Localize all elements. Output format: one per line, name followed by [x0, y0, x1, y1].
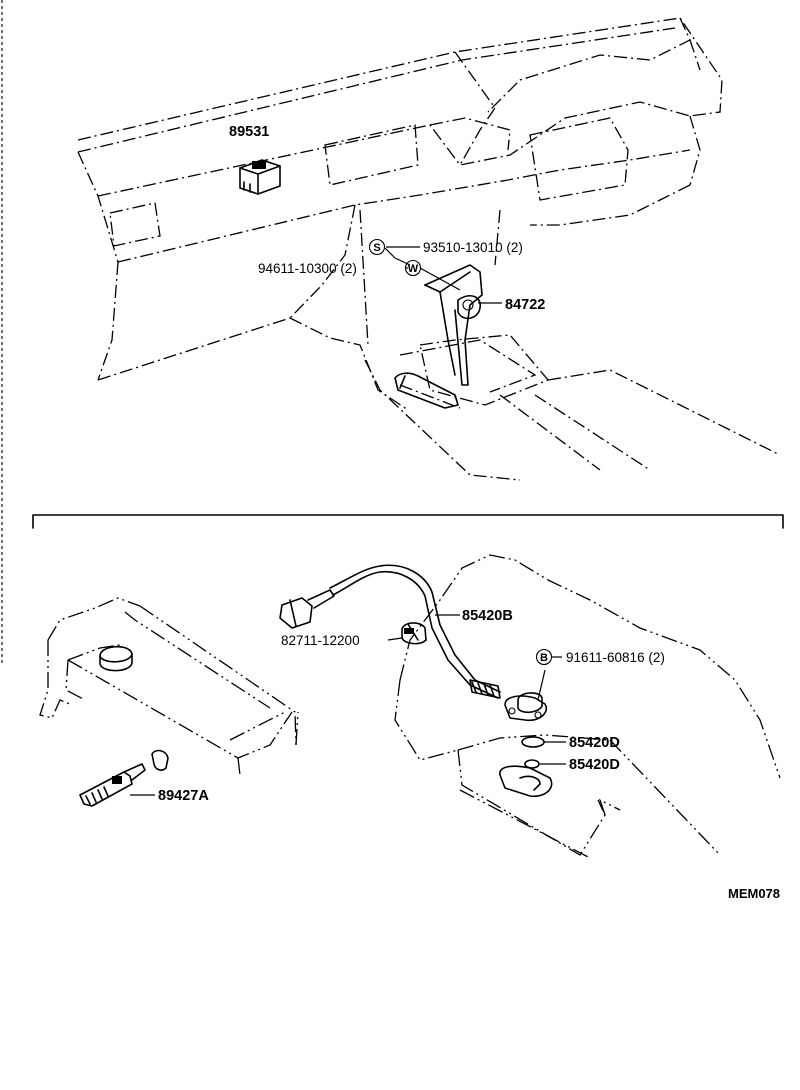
instrument-panel-drawing: [77, 17, 781, 481]
label-82711-12200: 82711-12200: [281, 633, 360, 648]
part-82711-clip: [401, 622, 427, 645]
label-89531: 89531: [229, 124, 269, 140]
symbol-s-circle: [368, 238, 386, 256]
symbol-w: W: [408, 263, 419, 275]
part-89427a: [79, 749, 169, 807]
part-84722-lever: [394, 264, 483, 409]
label-85420d-1: 85420D: [569, 735, 620, 751]
engine-block-drawing: [394, 554, 781, 859]
top-callouts: [384, 246, 502, 304]
section-bracket: [32, 514, 784, 529]
label-94611-10300: 94611-10300 (2): [258, 261, 357, 276]
symbol-w-circle: [404, 259, 422, 277]
label-89427a: 89427A: [158, 788, 209, 804]
label-85420d-2: 85420D: [569, 757, 620, 773]
transmission-housing-drawing: [39, 597, 299, 776]
part-89531: [239, 159, 281, 195]
symbol-s: S: [373, 242, 380, 254]
symbol-b-circle: [535, 648, 553, 666]
figure-code: MEM078: [728, 886, 780, 901]
label-85420b: 85420B: [462, 608, 513, 624]
part-cable-flange: [504, 692, 547, 722]
symbol-b: B: [540, 652, 548, 664]
label-91611-60816: 91611-60816 (2): [566, 650, 665, 665]
part-85420b-cable: [279, 564, 501, 699]
label-93510-13010: 93510-13010 (2): [423, 240, 523, 255]
part-85420d: [499, 736, 553, 798]
label-84722: 84722: [505, 297, 545, 313]
bottom-right-callouts: [387, 614, 566, 765]
